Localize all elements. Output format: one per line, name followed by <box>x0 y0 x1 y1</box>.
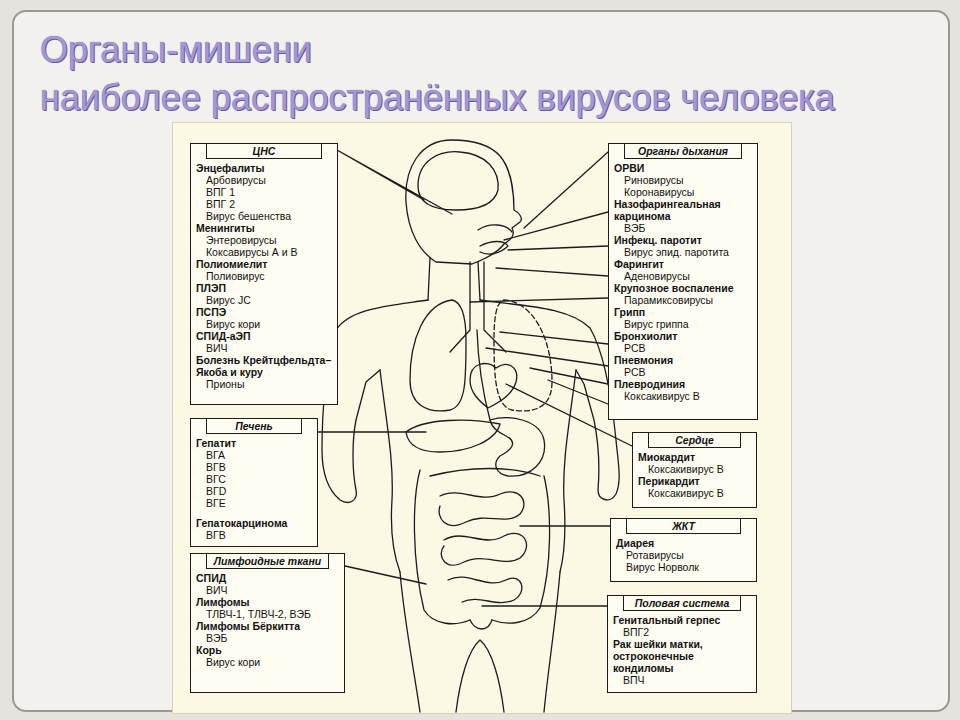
virus-name: Вирус эпид. паротита <box>614 246 752 258</box>
virus-name: ВГD <box>196 485 312 497</box>
organ-box: СердцеМиокардитКоксакивирус ВПерикардитК… <box>632 432 757 508</box>
virus-name: Коксакивирус В <box>638 463 751 475</box>
disease-name: Лимфомы Бёркитта <box>196 620 339 632</box>
virus-name: ВГВ <box>196 529 312 541</box>
disease-name: Болезнь Крейтцфельдта–Якоба и куру <box>196 354 332 378</box>
virus-name: Вирус бешенства <box>196 210 332 222</box>
disease-name: Плевродиния <box>614 378 752 390</box>
virus-name: ВГС <box>196 473 312 485</box>
virus-name: ВГВ <box>196 461 312 473</box>
virus-name: ВЭБ <box>614 222 752 234</box>
organ-box: ЖКТ ДиареяРотавирусыВирус Норволк <box>610 518 757 582</box>
organ-box: Лимфоидные тканиСПИДВИЧЛимфомыТЛВЧ-1, ТЛ… <box>190 553 345 693</box>
box-heading: Лимфоидные ткани <box>206 554 329 569</box>
disease-name: Полиомиелит <box>196 258 332 270</box>
disease-name: Фарингит <box>614 258 752 270</box>
virus-name: ВПЧ <box>613 674 751 686</box>
virus-name: ВПГ 2 <box>196 198 332 210</box>
virus-name: Вирус кори <box>196 656 339 668</box>
virus-name: Риновирусы <box>614 174 752 186</box>
virus-name: Арбовирусы <box>196 174 332 186</box>
disease-name: Генитальный герпес <box>613 614 751 626</box>
disease-name: Менингиты <box>196 222 332 234</box>
box-heading: Сердце <box>648 433 741 448</box>
disease-name: СПИД <box>196 572 339 584</box>
virus-name: Энтеровирусы <box>196 234 332 246</box>
disease-name: ОРВИ <box>614 162 752 174</box>
disease-name: Инфекц. паротит <box>614 234 752 246</box>
virus-name: Парамиксовирусы <box>614 294 752 306</box>
virus-name: Коксавирусы А и В <box>196 246 332 258</box>
disease-name: Корь <box>196 644 339 656</box>
virus-name: ВПГ2 <box>613 626 751 638</box>
virus-name: Вирус JC <box>196 294 332 306</box>
disease-name: ПСПЭ <box>196 306 332 318</box>
virus-name: Коксакивирус В <box>638 487 751 499</box>
disease-name: Лимфомы <box>196 596 339 608</box>
disease-name: ПЛЭП <box>196 282 332 294</box>
virus-name: ТЛВЧ-1, ТЛВЧ-2, ВЭБ <box>196 608 339 620</box>
virus-name: Вирус Норволк <box>616 561 751 573</box>
disease-name: Перикардит <box>638 475 751 487</box>
organ-box: Половая системаГенитальный герпесВПГ2Рак… <box>607 595 757 693</box>
virus-name: Аденовирусы <box>614 270 752 282</box>
disease-name: Гепатокарцинома <box>196 517 312 529</box>
disease-name: Грипп <box>614 306 752 318</box>
virus-name: Полиовирус <box>196 270 332 282</box>
virus-name: ВГЕ <box>196 497 312 509</box>
box-heading: Печень <box>206 419 302 434</box>
organ-box: ЦНС ЭнцефалитыАрбовирусыВПГ 1ВПГ 2Вирус б… <box>190 143 338 405</box>
disease-name: Рак шейки матки, остроконечные кондиломы <box>613 638 751 674</box>
virus-name: Ротавирусы <box>616 549 751 561</box>
slide-title: Органы-мишени наиболее распространённых … <box>40 26 940 122</box>
disease-name: Назофарингеальная карцинома <box>614 198 752 222</box>
virus-name: РСВ <box>614 342 752 354</box>
virus-name: ВПГ 1 <box>196 186 332 198</box>
virus-name: Вирус кори <box>196 318 332 330</box>
disease-name: Пневмония <box>614 354 752 366</box>
virus-name: Вирус гриппа <box>614 318 752 330</box>
virus-name: Коксакивирус В <box>614 390 752 402</box>
disease-name: Диарея <box>616 537 751 549</box>
virus-name: ВИЧ <box>196 342 332 354</box>
disease-name: Гепатит <box>196 437 312 449</box>
box-heading: Половая система <box>623 596 741 611</box>
box-heading: ЦНС <box>206 144 322 159</box>
disease-name: Миокардит <box>638 451 751 463</box>
disease-name: Энцефалиты <box>196 162 332 174</box>
virus-name: Коронавирусы <box>614 186 752 198</box>
virus-name: ВГА <box>196 449 312 461</box>
organ-box: Органы дыханияОРВИРиновирусыКоронавирусы… <box>608 143 758 420</box>
disease-name: СПИД-аЭП <box>196 330 332 342</box>
virus-name: РСВ <box>614 366 752 378</box>
disease-name: Крупозное воспаление <box>614 282 752 294</box>
box-heading: Органы дыхания <box>624 144 742 159</box>
virus-name: Прионы <box>196 378 332 390</box>
organ-box: ПеченьГепатитВГАВГВВГСВГDВГЕГепатокарцин… <box>190 418 318 547</box>
virus-name: ВЭБ <box>196 632 339 644</box>
box-heading: ЖКТ <box>626 519 741 534</box>
disease-name: Бронхиолит <box>614 330 752 342</box>
virus-name: ВИЧ <box>196 584 339 596</box>
